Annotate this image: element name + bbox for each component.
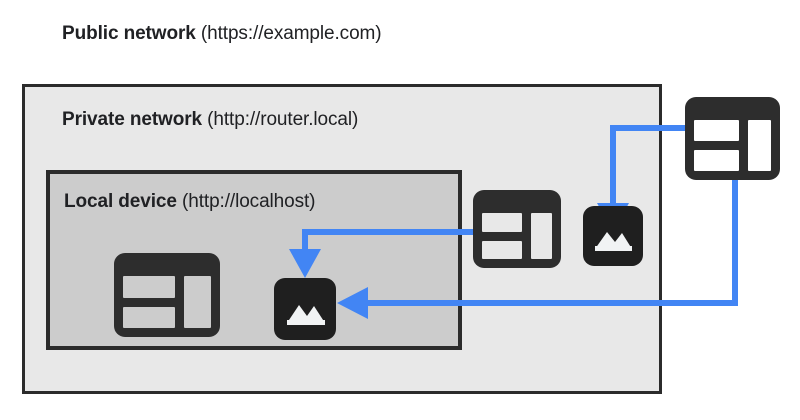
photo-mountain-icon bbox=[287, 305, 325, 325]
private-network-label-strong: Private network bbox=[62, 109, 202, 130]
page-icon-pane-top-left bbox=[123, 276, 175, 298]
page-icon-pane-bottom-left bbox=[694, 150, 739, 171]
photo-mountain-icon bbox=[595, 232, 632, 251]
page-icon-pane-right bbox=[183, 276, 211, 328]
local-device-label: Local device (http://localhost) bbox=[64, 191, 316, 212]
public-network-label-url: (https://example.com) bbox=[195, 23, 382, 44]
private-network-page-icon[interactable] bbox=[473, 190, 561, 268]
page-icon-pane-top-left bbox=[482, 213, 523, 232]
page-icon-pane-bottom-left bbox=[123, 306, 175, 328]
private-network-label-url: (http://router.local) bbox=[202, 109, 359, 130]
private-network-image-icon[interactable] bbox=[583, 206, 643, 266]
public-network-label-strong: Public network bbox=[62, 23, 196, 44]
local-device-label-url: (http://localhost) bbox=[176, 191, 316, 212]
private-network-label: Private network (http://router.local) bbox=[62, 110, 358, 129]
page-icon-pane-right bbox=[747, 120, 771, 171]
public-network-label: Public network (https://example.com) bbox=[62, 23, 382, 44]
local-device-page-icon[interactable] bbox=[114, 253, 220, 337]
page-icon-pane-top-left bbox=[694, 120, 739, 141]
page-icon-pane-right bbox=[531, 213, 552, 259]
local-device-label-strong: Local device bbox=[64, 191, 177, 212]
local-device-image-icon[interactable] bbox=[274, 278, 336, 340]
public-network-page-icon[interactable] bbox=[685, 97, 780, 180]
page-icon-pane-bottom-left bbox=[482, 240, 523, 259]
